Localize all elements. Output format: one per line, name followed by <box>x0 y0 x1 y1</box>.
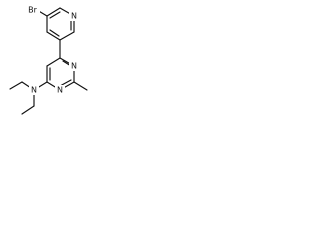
bond <box>49 11 61 19</box>
pyridine-nitrogen-label-bg <box>69 11 79 21</box>
pyrimidine-nitrogen-label: N <box>71 62 77 71</box>
bond <box>46 57 61 67</box>
ethyl-bond <box>21 105 35 115</box>
pyrimidine-nitrogen-label-bg <box>69 61 79 71</box>
bromine-label-bg <box>25 5 40 15</box>
amine-nitrogen-label: N <box>31 86 37 95</box>
bond <box>46 31 61 41</box>
amine-nitrogen-label-bg <box>29 85 39 95</box>
bond <box>46 7 61 17</box>
pyrimidine-nitrogen-label-bg <box>55 85 65 95</box>
bromine-label: Br <box>28 6 37 15</box>
pyridine-nitrogen-label: N <box>71 12 77 21</box>
methyl-bond <box>73 81 88 91</box>
bond <box>49 29 60 37</box>
ethyl-bond <box>9 81 23 90</box>
pyrimidine-nitrogen-label: N <box>57 86 63 95</box>
bond <box>59 31 75 41</box>
chemical-structure: Br N N N N <box>9 5 88 115</box>
